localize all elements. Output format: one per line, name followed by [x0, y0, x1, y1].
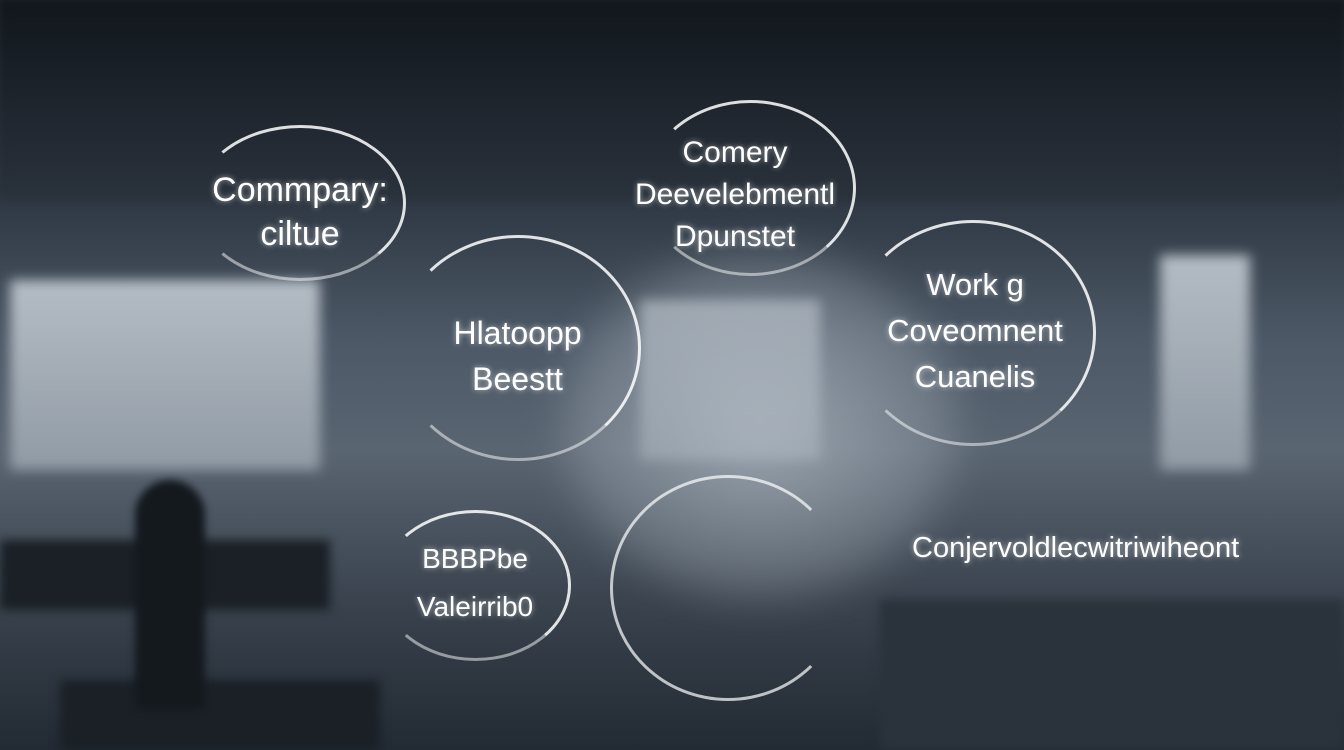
bubble-text: Coveomnent [887, 313, 1063, 348]
bubble-text: Cuanelis [914, 359, 1036, 394]
bubble-outline-empty [610, 475, 846, 701]
bubble-text: Hlatoopp [453, 315, 582, 351]
bubble-text: Conjervoldlecwitriwiheont [912, 532, 1240, 564]
window-left [10, 280, 320, 470]
bubble-text: Beestt [472, 361, 563, 397]
bubble-company-culture: Commpary: ciltue [200, 168, 400, 256]
bubble-text: Valeirrib0 [416, 591, 534, 622]
desk-right [880, 600, 1344, 750]
window-right [1160, 255, 1250, 470]
bubble-text: ciltue [260, 215, 340, 253]
bubble-text: Comery [682, 136, 788, 169]
bubble-outline [645, 100, 856, 276]
bubble-outline [380, 510, 571, 661]
bubble-development-best: Hlatoopp Beestt [400, 310, 635, 402]
bubble-outline [395, 235, 641, 461]
bubble-text: Deevelebmentl [634, 178, 836, 211]
bubble-text: BBBPbe [422, 543, 528, 574]
bubble-values: BBBPbe Valeirrib0 [385, 535, 565, 631]
bubble-company-development: Comery Deevelebmentl Dpunstet [600, 132, 870, 258]
desk-front [60, 680, 380, 750]
bubble-outline [195, 125, 406, 281]
person-silhouette [135, 480, 205, 710]
bubble-text: Work g [926, 267, 1024, 302]
bubble-outline [850, 220, 1096, 446]
bubble-text: Dpunstet [674, 220, 796, 253]
bubble-working-environment: Work g Coveomnent Cuanelis [855, 262, 1095, 400]
bubble-commitment: Conjervoldlecwitriwiheont [912, 532, 1239, 565]
bubble-text: Commpary: [212, 171, 388, 209]
